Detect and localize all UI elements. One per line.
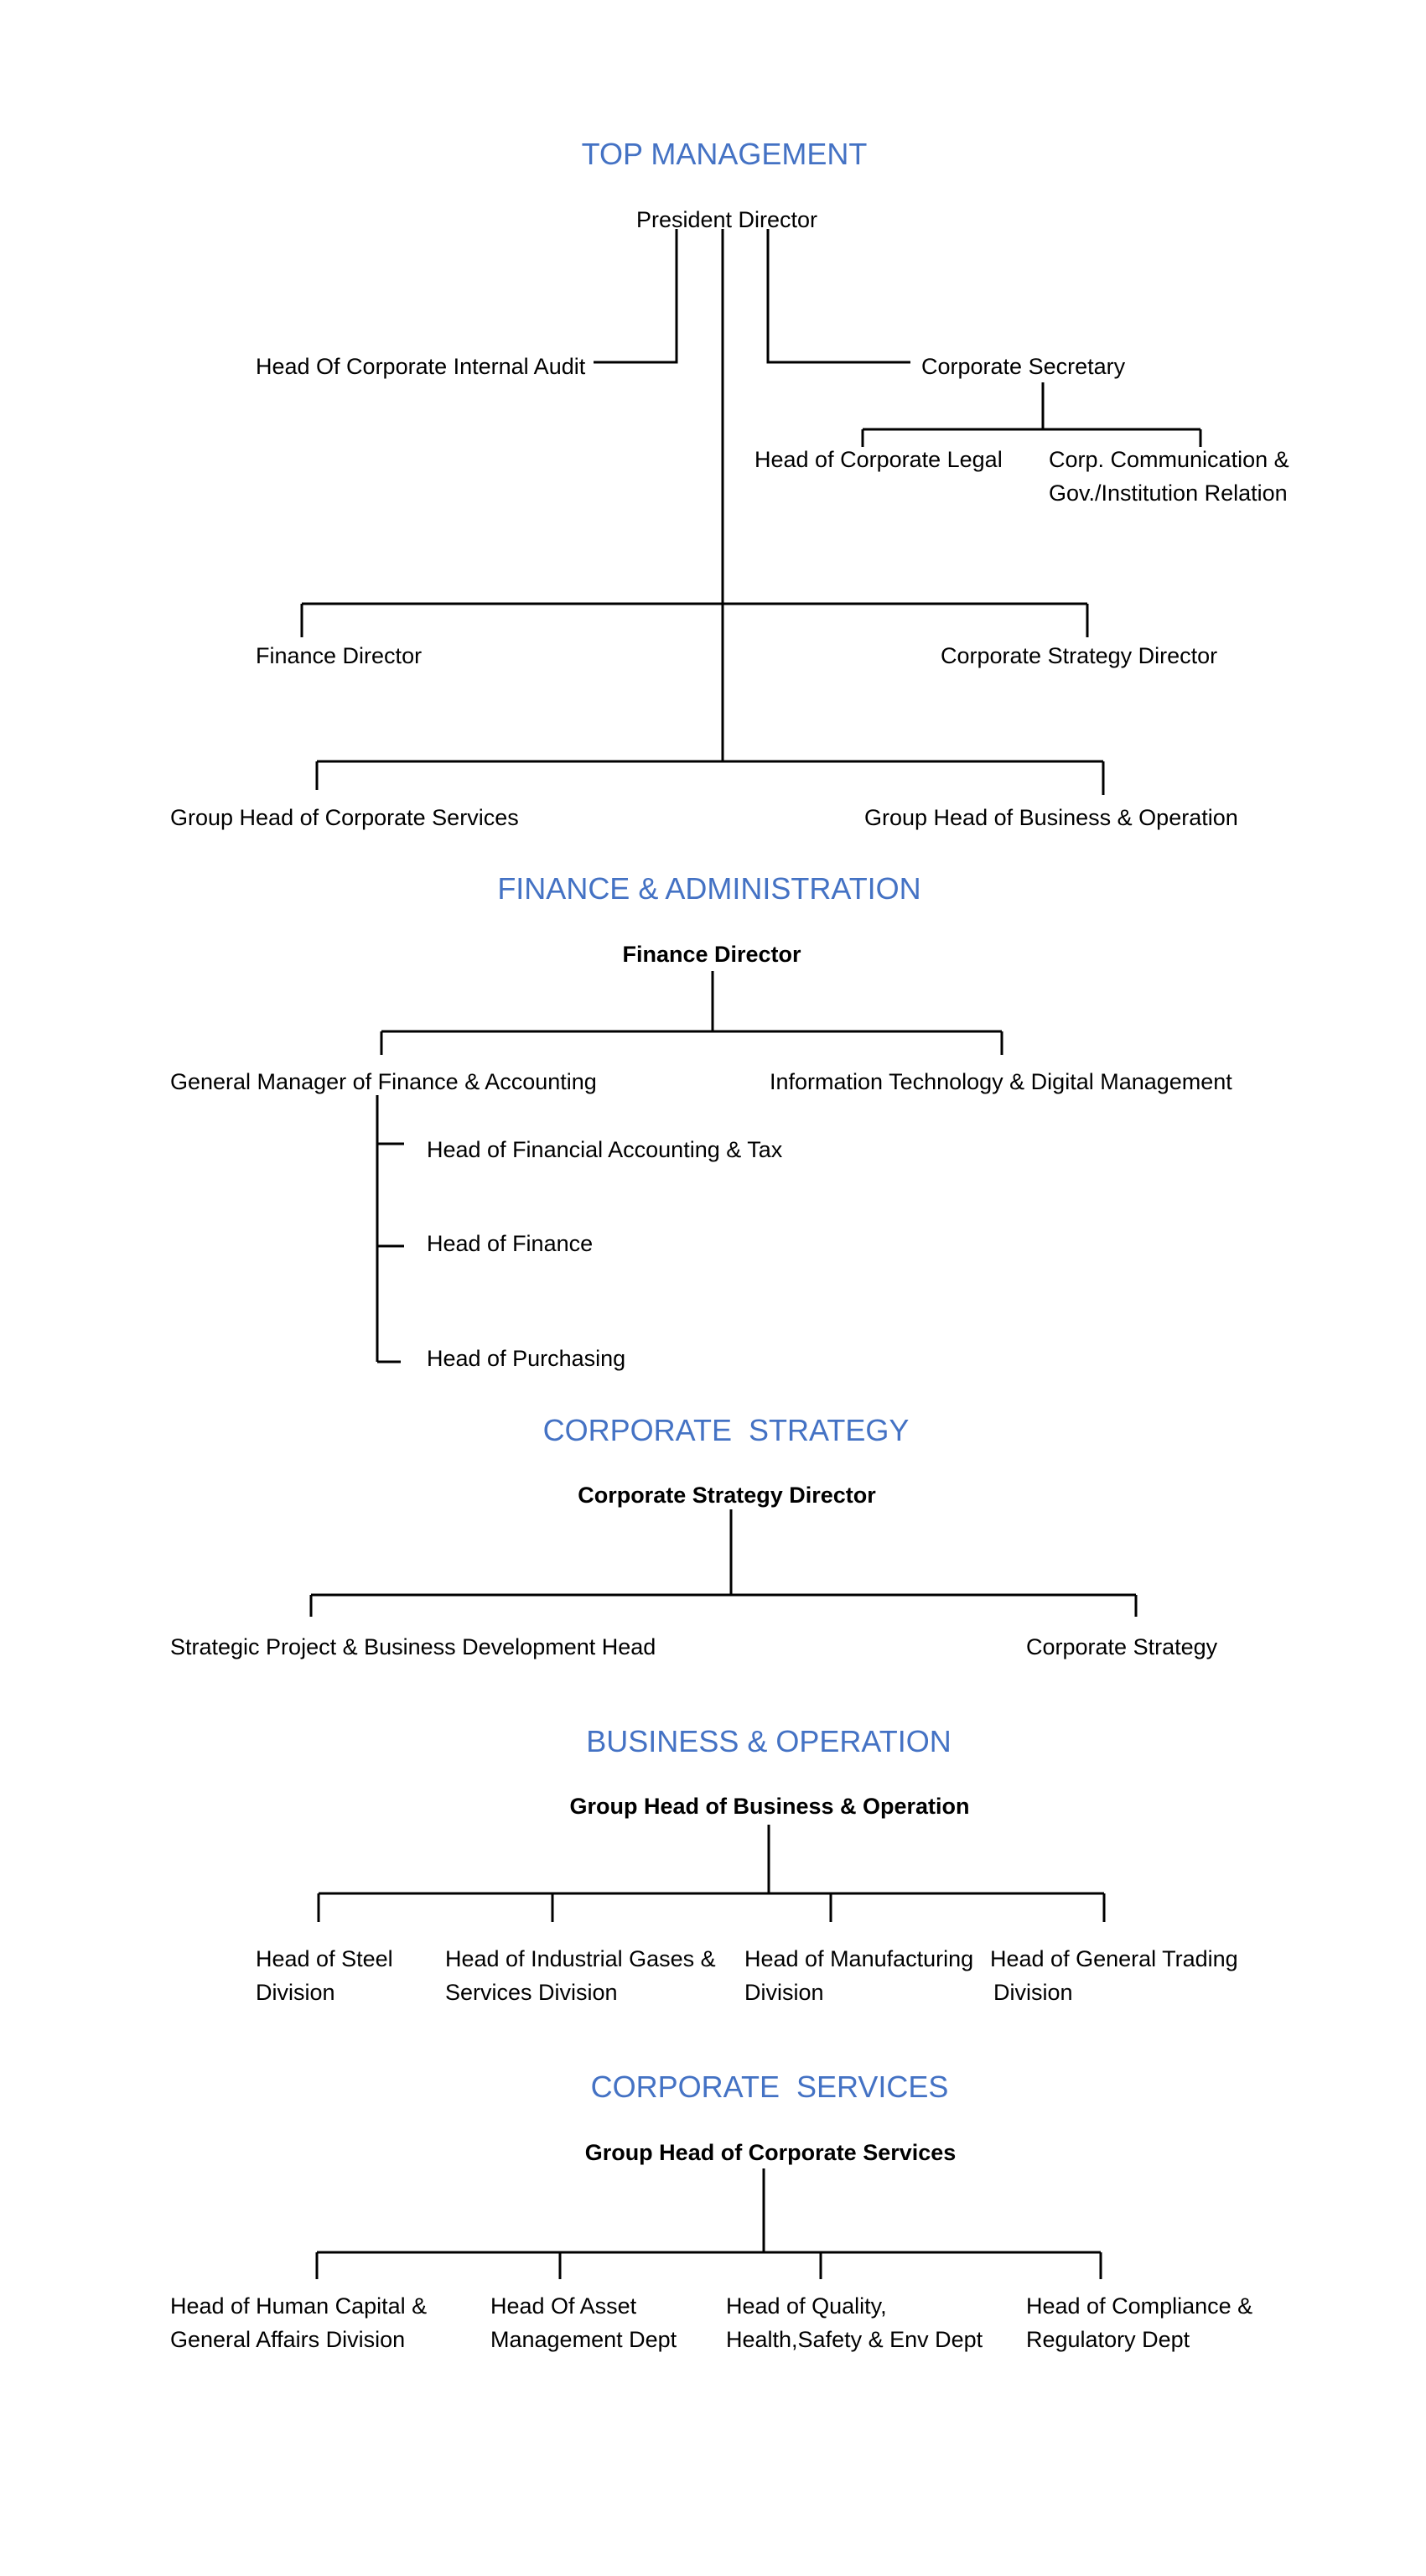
connector [594,229,678,364]
node-strategic-project: Strategic Project & Business Development… [170,1634,656,1659]
node-asset-mgmt-line2: Management Dept [490,2327,677,2352]
node-head-compliance: Head of Compliance & Regulatory Dept [1026,2289,1252,2356]
node-compliance-line2: Regulatory Dept [1026,2327,1190,2352]
section-heading-corporate-services: CORPORATE SERVICES [590,2070,949,2104]
node-asset-mgmt-line1: Head Of Asset [490,2293,637,2319]
node-head-steel-line1: Head of Steel [256,1946,393,1971]
node-corporate-strategy-director: Corporate Strategy Director [941,643,1218,668]
node-finance-director-root: Finance Director [622,942,801,967]
node-general-trading-line1: Head of General Trading [990,1946,1238,1971]
node-head-steel-division: Head of Steel Division [256,1942,393,2009]
node-group-head-business-operation: Group Head of Business & Operation [864,805,1238,830]
node-group-head-business-operation-root: Group Head of Business & Operation [569,1794,970,1819]
node-head-quality-hse: Head of Quality, Health,Safety & Env Dep… [726,2289,983,2356]
node-corp-communication: Corp. Communication & Gov./Institution R… [1049,443,1289,510]
node-head-steel-line2: Division [256,1980,335,2005]
node-manufacturing-line1: Head of Manufacturing [744,1946,974,1971]
node-human-capital-line2: General Affairs Division [170,2327,406,2352]
node-it-digital-management: Information Technology & Digital Managem… [770,1069,1232,1094]
node-corporate-strategy-director-root: Corporate Strategy Director [578,1483,876,1508]
node-head-purchasing: Head of Purchasing [427,1346,626,1371]
node-head-industrial-gases: Head of Industrial Gases & Services Divi… [445,1942,716,2009]
node-corporate-legal: Head of Corporate Legal [754,447,1003,472]
node-head-asset-management: Head Of Asset Management Dept [490,2289,677,2356]
node-corp-communication-line2: Gov./Institution Relation [1049,480,1288,506]
node-quality-line1: Head of Quality, [726,2293,887,2319]
node-finance-director: Finance Director [256,643,423,668]
section-heading-business-operation: BUSINESS & OPERATION [586,1724,952,1758]
node-internal-audit: Head Of Corporate Internal Audit [256,354,586,379]
node-financial-accounting-tax: Head of Financial Accounting & Tax [427,1137,783,1162]
connector [766,229,910,364]
section-heading-top-management: TOP MANAGEMENT [581,137,868,171]
node-general-trading-line2: Division [993,1980,1073,2005]
node-quality-line2: Health,Safety & Env Dept [726,2327,983,2352]
node-corp-communication-line1: Corp. Communication & [1049,447,1289,472]
node-manufacturing-line2: Division [744,1980,824,2005]
node-president-director: President Director [635,207,818,232]
node-group-head-corporate-services-root: Group Head of Corporate Services [584,2140,957,2165]
section-heading-corporate-strategy: CORPORATE STRATEGY [542,1413,910,1447]
node-group-head-corporate-services: Group Head of Corporate Services [170,805,519,830]
node-head-finance: Head of Finance [427,1231,594,1256]
node-head-manufacturing: Head of Manufacturing Division [744,1942,973,2009]
section-heading-finance-administration: FINANCE & ADMINISTRATION [497,871,921,906]
node-corporate-strategy: Corporate Strategy [1026,1634,1218,1659]
node-human-capital-line1: Head of Human Capital & [170,2293,428,2319]
node-industrial-gases-line1: Head of Industrial Gases & [445,1946,716,1971]
node-gm-finance-accounting: General Manager of Finance & Accounting [170,1069,597,1094]
node-head-human-capital: Head of Human Capital & General Affairs … [170,2289,427,2356]
node-industrial-gases-line2: Services Division [445,1980,618,2005]
node-corporate-secretary: Corporate Secretary [921,354,1126,379]
node-compliance-line1: Head of Compliance & [1026,2293,1253,2319]
node-head-general-trading: Head of General Trading Division [990,1942,1238,2009]
